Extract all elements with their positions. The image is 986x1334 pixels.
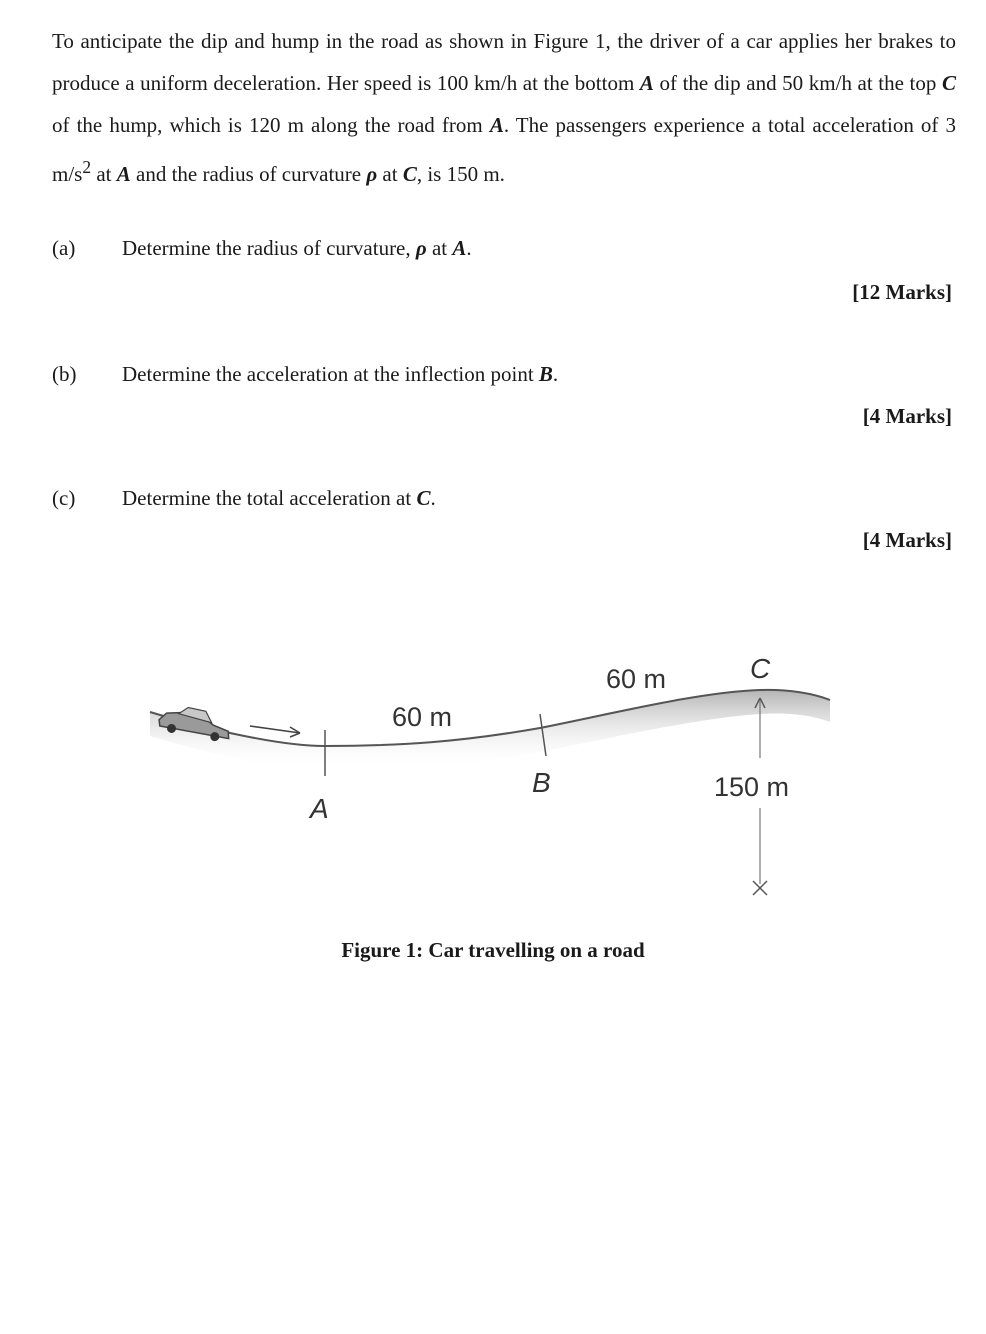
car-icon xyxy=(158,706,230,742)
intro-text-1: To anticipate the dip and hump in the ro… xyxy=(52,29,956,95)
question-part-c: (c) Determine the total acceleration at C… xyxy=(52,486,436,511)
intro-text-5: at xyxy=(91,162,117,186)
distance-bc-label: 60 m xyxy=(606,664,666,694)
intro-text-6: and the radius of curvature xyxy=(130,162,367,186)
intro-text-3: of the hump, which is 120 m along the ro… xyxy=(52,113,490,137)
point-a-ref: A xyxy=(116,162,131,186)
road-figure: A 60 m B 60 m C 150 m xyxy=(140,640,840,910)
road-profile xyxy=(149,688,831,748)
question-part-b: (b) Determine the acceleration at the inf… xyxy=(52,362,558,387)
problem-statement: To anticipate the dip and hump in the ro… xyxy=(52,20,956,195)
point-b-label: B xyxy=(532,767,551,798)
marks-part-a: [12 Marks] xyxy=(852,280,952,304)
part-label: (c) xyxy=(52,486,76,510)
part-label: (a) xyxy=(52,236,76,260)
intro-text-4: . The passengers experience a total acce… xyxy=(52,113,957,186)
point-ref: A xyxy=(452,236,467,260)
intro-text-2: of the dip and 50 km/h at the top xyxy=(653,71,942,95)
part-text: Determine the radius of curvature, xyxy=(122,236,416,260)
radius-arrowhead xyxy=(754,697,766,709)
question-part-a: (a)Determine the radius of curvature, ρ … xyxy=(52,236,472,261)
radius-label: 150 m xyxy=(714,772,789,802)
rho-symbol: ρ xyxy=(415,236,427,260)
marks-part-b: [4 Marks] xyxy=(862,404,952,428)
part-end: . xyxy=(430,486,436,510)
center-of-curvature-icon xyxy=(752,880,768,896)
part-text: Determine the acceleration at the inflec… xyxy=(122,362,539,386)
point-ref: C xyxy=(416,486,431,510)
point-a-ref: A xyxy=(639,71,654,95)
part-end: . xyxy=(552,362,559,386)
intro-text-8: , is 150 m. xyxy=(416,162,505,186)
point-c-label: C xyxy=(750,653,771,684)
point-ref: B xyxy=(538,362,553,386)
point-c-ref: C xyxy=(402,162,417,186)
road-diagram: A 60 m B 60 m C 150 m xyxy=(149,653,831,896)
point-a-label: A xyxy=(308,793,329,824)
part-text: at xyxy=(426,236,453,260)
figure-caption: Figure 1: Car travelling on a road xyxy=(341,938,645,962)
point-c-ref: C xyxy=(941,71,956,95)
part-end: . xyxy=(466,236,472,260)
superscript-2: 2 xyxy=(82,157,92,177)
direction-arrow-icon xyxy=(249,725,301,738)
marks-part-c: [4 Marks] xyxy=(862,528,952,552)
part-label: (b) xyxy=(52,362,77,386)
rho-symbol: ρ xyxy=(366,162,378,186)
intro-text-7: at xyxy=(377,162,403,186)
road-surface xyxy=(150,689,830,770)
point-a-ref: A xyxy=(489,113,504,137)
part-text: Determine the total acceleration at xyxy=(122,486,417,510)
distance-ab-label: 60 m xyxy=(392,702,452,732)
point-b-marker xyxy=(539,713,547,757)
